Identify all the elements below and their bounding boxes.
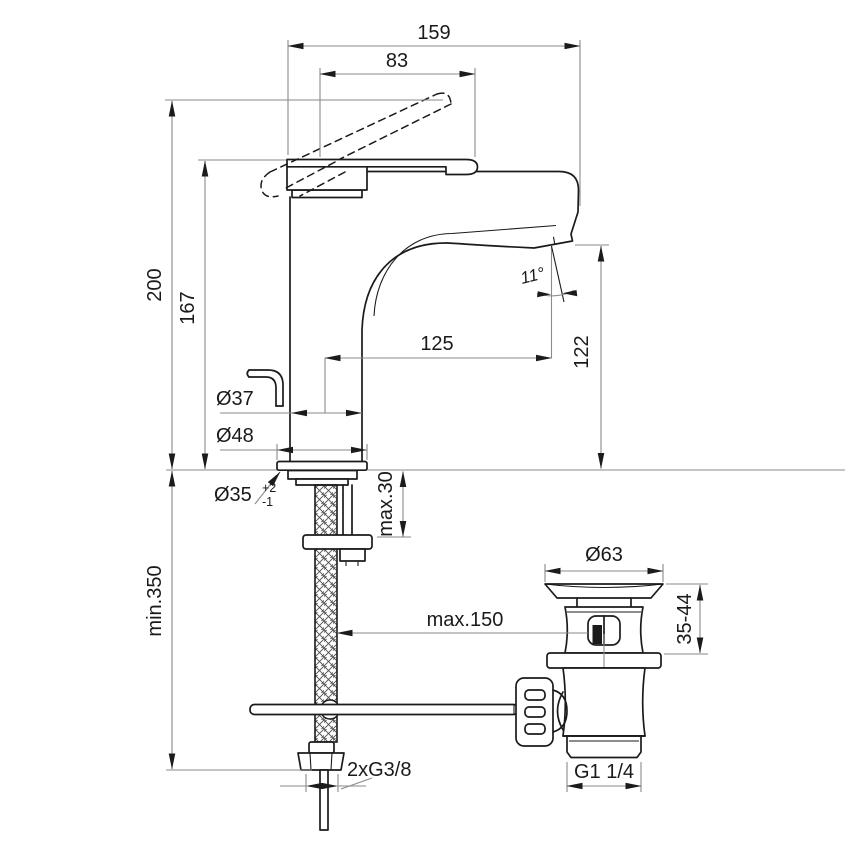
dim-label-d48: Ø48 [216, 425, 254, 447]
dim-label-167: 167 [177, 291, 199, 324]
popup-rod [246, 369, 284, 407]
dim-label-3544: 35-44 [674, 593, 696, 644]
dim-label-125: 125 [420, 333, 453, 355]
dim-label-g114: G1 1/4 [574, 761, 634, 783]
dim-label-d35-minus: -1 [262, 495, 273, 509]
dim-height-open: 200 [144, 99, 443, 470]
dim-body-diameter: Ø37 [216, 388, 362, 417]
aerator [552, 234, 574, 245]
faucet-body [289, 170, 580, 462]
dim-label-d35-plus: +2 [262, 481, 276, 495]
hose-end-fitting [297, 741, 345, 831]
fixing-nut [339, 548, 366, 562]
dim-spout-height: 122 [571, 244, 609, 469]
dim-label-g38: 2xG3/8 [347, 759, 411, 781]
dim-label-159: 159 [417, 22, 450, 44]
dim-height-body: 167 [177, 159, 286, 470]
dim-stream-angle: 11° [518, 245, 578, 303]
dim-supply-thread: 2xG3/8 [280, 759, 411, 792]
waste-tailpiece [562, 735, 646, 759]
dim-waste-flange: Ø63 [544, 544, 664, 582]
waste-assembly [515, 583, 664, 759]
threaded-rod [342, 484, 353, 536]
dim-hole-diameter: Ø35 +2 -1 [214, 471, 281, 509]
dim-deck-thickness: max.30 [375, 471, 411, 538]
hose-nut [297, 752, 345, 771]
waste-lower-body [556, 667, 646, 737]
waste-adjuster-knob [515, 677, 568, 747]
dim-rod-length: max.150 [336, 609, 605, 667]
dim-label-max30: max.30 [375, 471, 397, 537]
dim-label-200: 200 [144, 268, 166, 301]
waste-flange [544, 583, 664, 608]
dim-label-max150: max.150 [427, 609, 504, 631]
dim-base-diameter: Ø48 [216, 425, 368, 460]
dim-outlet-thread: G1 1/4 [566, 761, 642, 792]
handle-lever [286, 158, 479, 176]
dim-overall-width: 159 [287, 22, 581, 206]
base-plate [276, 460, 368, 472]
dim-handle-length: 83 [319, 50, 476, 157]
spout-inner-line [373, 224, 557, 317]
dim-label-min350: min.350 [144, 565, 166, 636]
dim-label-d35: Ø35 [214, 484, 252, 506]
waste-upper-body [564, 606, 644, 654]
fixing-washer [302, 534, 373, 550]
dim-label-d37: Ø37 [216, 388, 254, 410]
dim-label-83: 83 [386, 50, 408, 72]
dim-hose-length: min.350 [144, 470, 312, 771]
dim-label-d63: Ø63 [585, 544, 623, 566]
dim-label-122: 122 [571, 335, 593, 368]
cartridge-housing [286, 165, 368, 199]
spout-outline [361, 170, 580, 462]
under-deck-assembly [287, 469, 373, 743]
hose-tail-pin [319, 769, 329, 831]
handle-open-dashed [260, 92, 452, 198]
linkage-rod [249, 699, 519, 720]
dim-label-angle: 11° [518, 263, 547, 287]
dim-waste-height: 35-44 [664, 583, 708, 655]
dim-spout-reach: 125 [324, 246, 553, 413]
